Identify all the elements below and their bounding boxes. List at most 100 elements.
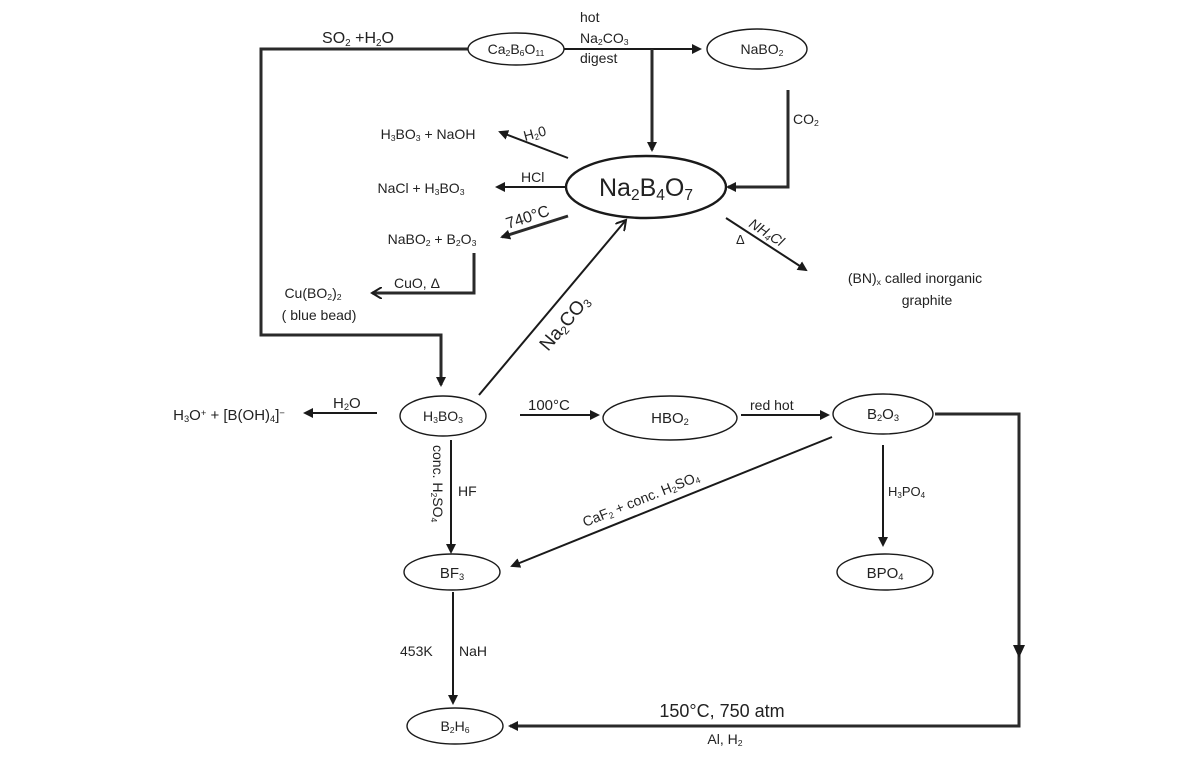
formula-sub: 3 (472, 238, 477, 248)
formula-sub: 3 (897, 491, 902, 500)
node-boron-oxide: B2O3 (832, 393, 934, 435)
formula-text: CO (603, 30, 624, 46)
node-diborane: B2H6 (406, 707, 504, 745)
svg-text:BPO4: BPO4 (867, 565, 904, 582)
formula-text: H (173, 407, 184, 424)
formula-sub: 4 (694, 475, 702, 486)
arrow-b2o3-to-diborane (508, 412, 1021, 731)
condition-caf2-h2so4: CaF2 + conc. H2SO4 (580, 468, 702, 531)
node-nabo2: NaBO2 (706, 28, 808, 70)
formula-sub: 3 (458, 415, 463, 425)
formula-text: SO (322, 30, 345, 47)
formula-sub: 2 (631, 187, 640, 204)
formula-sup: − (279, 408, 284, 418)
formula-text: PO (902, 484, 921, 499)
formula-text: + [B(OH) (206, 407, 270, 424)
product-cu-bo2: Cu(BO2)2 (284, 285, 341, 302)
formula-text: BO (439, 180, 459, 196)
arrow-b2o3-to-bf3 (510, 436, 833, 568)
formula-text: SO (430, 497, 446, 517)
formula-text: H (381, 126, 391, 142)
formula-text: B (440, 718, 449, 734)
condition-al-h2: Al, H2 (707, 731, 742, 748)
svg-text:Ca2B6O11: Ca2B6O11 (488, 41, 545, 58)
condition-h2o-hydrolysis: H20 (522, 123, 549, 146)
formula-text: O (349, 395, 361, 412)
formula-sub: 2 (738, 738, 743, 748)
arrow-nabo2-to-borax (726, 90, 790, 192)
formula-text: BO (438, 408, 458, 424)
formula-sup: + (201, 408, 206, 418)
formula-text: (BN) (848, 270, 877, 286)
condition-na2co3-diag: Na2CO3 (536, 291, 595, 356)
formula-sub: 2 (684, 417, 689, 427)
formula-sub: 3 (184, 414, 189, 424)
formula-text: NaBO (741, 41, 779, 57)
formula-sub: 4 (429, 518, 439, 523)
formula-sub: 11 (535, 48, 544, 58)
formula-text: BF (440, 565, 459, 582)
formula-text: + conc. H (609, 479, 674, 518)
formula-sub: 3 (459, 572, 464, 582)
formula-text: conc. H (430, 445, 446, 492)
formula-text: H (333, 395, 344, 412)
product-nabo2-b2o3: NaBO2 + B2O3 (388, 231, 477, 248)
formula-sub: 4 (921, 491, 926, 500)
formula-text: Na (599, 174, 631, 202)
formula-text: CaF (580, 505, 611, 530)
condition-hf: HF (458, 483, 477, 499)
formula-sub: 4 (270, 414, 275, 424)
condition-nah: NaH (459, 643, 487, 659)
condition-red-hot: red hot (750, 397, 794, 413)
formula-sub: 3 (391, 133, 396, 143)
node-metaboric-acid: HBO2 (602, 395, 738, 441)
product-hydronium-borate: H3O+ + [B(OH)4]− (173, 407, 285, 424)
formula-text: NaBO (388, 231, 426, 247)
node-borax: Na2B4O7 (564, 154, 728, 220)
formula-sub: 4 (898, 572, 903, 582)
formula-text: + B (431, 231, 456, 247)
formula-text: Cu(BO (284, 285, 327, 301)
formula-text: H (888, 484, 897, 499)
formula-sub: 4 (656, 187, 665, 204)
condition-h3po4: H3PO4 (888, 484, 926, 500)
formula-text: Al, H (707, 731, 737, 747)
formula-text: NaCl + H (377, 180, 434, 196)
formula-text: ) (332, 285, 337, 301)
formula-text: O (189, 407, 201, 424)
condition-hcl: HCl (521, 169, 544, 185)
formula-sub: 2 (533, 132, 540, 143)
formula-sub: 3 (435, 187, 440, 197)
formula-sub: 2 (327, 292, 332, 302)
condition-150c-750atm: 150°C, 750 atm (659, 701, 784, 721)
formula-text: H (522, 126, 536, 144)
node-bpo4: BPO4 (836, 553, 934, 591)
formula-text: CO (793, 111, 814, 127)
formula-sub: 2 (607, 510, 615, 521)
formula-sub: 2 (456, 238, 461, 248)
formula-sub: 6 (465, 725, 470, 735)
formula-sub: 2 (877, 413, 882, 423)
arrow-borax-to-bn (725, 217, 808, 272)
condition-h2o-left: H2O (333, 395, 361, 412)
formula-text: SO (672, 470, 697, 492)
condition-conc-h2so4: conc. H2SO4 (429, 445, 446, 523)
formula-sub: 2 (598, 37, 603, 47)
formula-sub: 3 (416, 133, 421, 143)
formula-text: BPO (867, 565, 899, 582)
formula-text: O (382, 30, 394, 47)
formula-sub: 2 (779, 48, 784, 58)
arrow-borax-hydrolysis (498, 130, 569, 159)
svg-text:BF3: BF3 (440, 565, 464, 582)
formula-sub: 3 (433, 415, 438, 425)
formula-sub: 6 (520, 48, 525, 58)
formula-text: + NaOH (421, 126, 476, 142)
formula-text: O (882, 406, 894, 423)
formula-sub: 2 (337, 292, 342, 302)
formula-text: H (455, 718, 465, 734)
formula-text: HBO (651, 410, 684, 427)
formula-sub: 2 (450, 725, 455, 735)
product-bn-x: (BN)x called inorganic (848, 270, 982, 287)
condition-cuo-heat: CuO, Δ (394, 275, 440, 291)
